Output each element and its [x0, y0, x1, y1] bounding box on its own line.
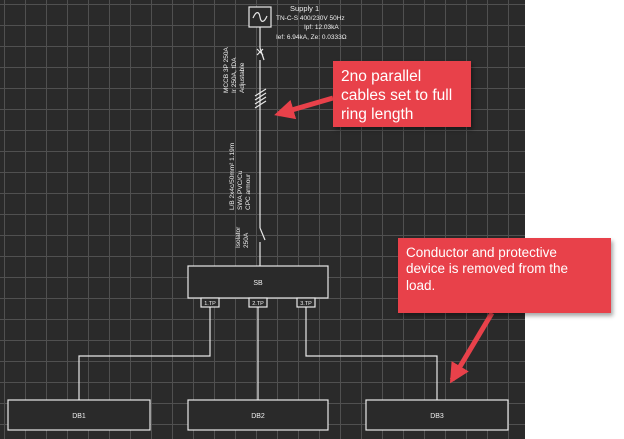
mccb-breaker[interactable] — [256, 47, 265, 61]
single-line-diagram: Supply 1 TN-C-S 400/230V 50Hz Ipf: 12.03… — [7, 4, 509, 431]
isolator-switch[interactable] — [259, 227, 266, 241]
distribution-board-db1[interactable]: DB1 — [7, 399, 151, 431]
breaker-line-1: MCCB 3P 250A — [223, 47, 230, 93]
supply-line-3: Ief: 6.94kA, Ze: 0.0333Ω — [276, 34, 347, 41]
db2-box — [187, 399, 329, 431]
callout-2-line-3: load. — [406, 277, 436, 293]
outgoing-way-1[interactable]: 1.TP — [200, 297, 220, 308]
switchboard[interactable]: SB — [187, 265, 329, 299]
breaker-line-2: Ir 250A, tDA — [231, 57, 238, 93]
db1-box — [7, 399, 151, 431]
cable-line-3: CPC armour — [245, 173, 252, 210]
distribution-board-db3[interactable]: DB3 — [365, 399, 509, 431]
supply-name: Supply 1 — [290, 4, 319, 13]
isolator-line-2: 250A — [243, 232, 250, 248]
callout-1-line-2: cables set to full — [341, 86, 453, 104]
callout-conductor-removed[interactable]: Conductor and protective device is remov… — [398, 238, 611, 313]
db1-label: DB1 — [72, 413, 86, 420]
db3-box — [365, 399, 509, 431]
supply-line-2: Ipf: 12.03kA — [304, 24, 339, 31]
outgoing-way-2[interactable]: 2.TP — [248, 297, 268, 308]
callout-parallel-cables[interactable]: 2no parallel cables set to full ring len… — [333, 61, 471, 127]
way-2-label: 2.TP — [252, 301, 264, 307]
outgoing-way-3[interactable]: 3.TP — [296, 297, 316, 308]
isolator-line-1: Isolator — [235, 226, 242, 248]
callout-1-line-1: 2no parallel — [341, 68, 422, 85]
isolator-contact — [259, 227, 266, 241]
db3-label: DB3 — [430, 413, 444, 420]
feeder-wire-db1 — [78, 307, 211, 400]
cable-line-2: SWA PVC/Cu — [237, 170, 244, 210]
supply-line-1: TN-C-S 400/230V 50Hz — [276, 15, 345, 22]
callout-2-line-2: device is removed from the — [406, 261, 569, 277]
switchboard-label: SB — [253, 280, 263, 287]
cable-line-1: L/B 2x4c/50mm² 1.19m — [229, 143, 236, 210]
db2-label: DB2 — [251, 413, 265, 420]
distribution-board-db2[interactable]: DB2 — [187, 399, 329, 431]
way-3-label: 3.TP — [300, 301, 312, 307]
breaker-x-2 — [256, 48, 264, 56]
breaker-line-3: Adjustable — [239, 62, 246, 93]
callout-1-line-3: ring length — [341, 105, 414, 123]
way-1-label: 1.TP — [204, 301, 216, 307]
supply-source[interactable] — [248, 6, 272, 28]
ac-wave-icon — [252, 12, 268, 22]
feeder-wire-db3 — [305, 307, 438, 400]
callout-2-line-1: Conductor and protective — [406, 245, 557, 260]
